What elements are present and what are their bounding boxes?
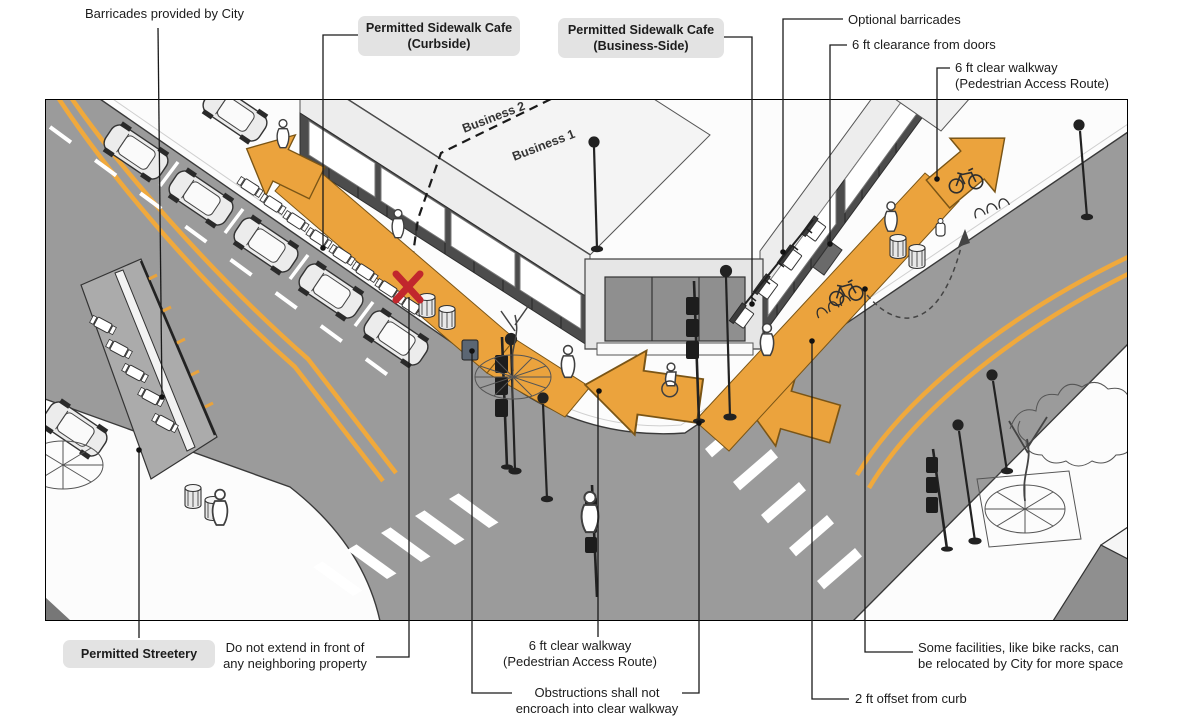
streetery-railing	[139, 260, 217, 436]
label-cafe-curbside: Permitted Sidewalk Cafe (Curbside)	[358, 16, 520, 56]
label-barricades-city: Barricades provided by City	[85, 6, 244, 21]
prohibited-x-icon	[392, 270, 424, 304]
label-streetery: Permitted Streetery	[63, 640, 215, 668]
relocation-dashed-arrow	[866, 229, 970, 319]
label-clear-walkway-bottom: 6 ft clear walkway (Pedestrian Access Ro…	[503, 638, 657, 669]
label-cafe-business: Permitted Sidewalk Cafe (Business-Side)	[558, 18, 724, 58]
building-entrance	[584, 258, 764, 356]
label-some-facilities: Some facilities, like bike racks, can be…	[918, 640, 1124, 671]
label-clear-walkway-right: 6 ft clear walkway (Pedestrian Access Ro…	[955, 60, 1109, 91]
label-offset-curb: 2 ft offset from curb	[855, 691, 967, 706]
street-corner-illustration: Business 2 Business 1	[45, 99, 1128, 621]
label-optional-barricades: Optional barricades	[848, 12, 961, 27]
roadway	[45, 99, 1128, 621]
bottom-left-structure	[45, 597, 71, 621]
fire-hydrant	[935, 218, 946, 237]
property-line-dashed	[407, 99, 552, 283]
streetery	[80, 258, 218, 480]
label-clearance-doors: 6 ft clearance from doors	[852, 37, 996, 52]
city-barricade-row	[114, 269, 196, 452]
label-no-extend: Do not extend in front of any neighborin…	[223, 640, 367, 671]
label-obstructions: Obstructions shall not encroach into cle…	[515, 685, 679, 716]
mailbox	[461, 339, 479, 361]
bottom-right-building	[1052, 526, 1128, 621]
